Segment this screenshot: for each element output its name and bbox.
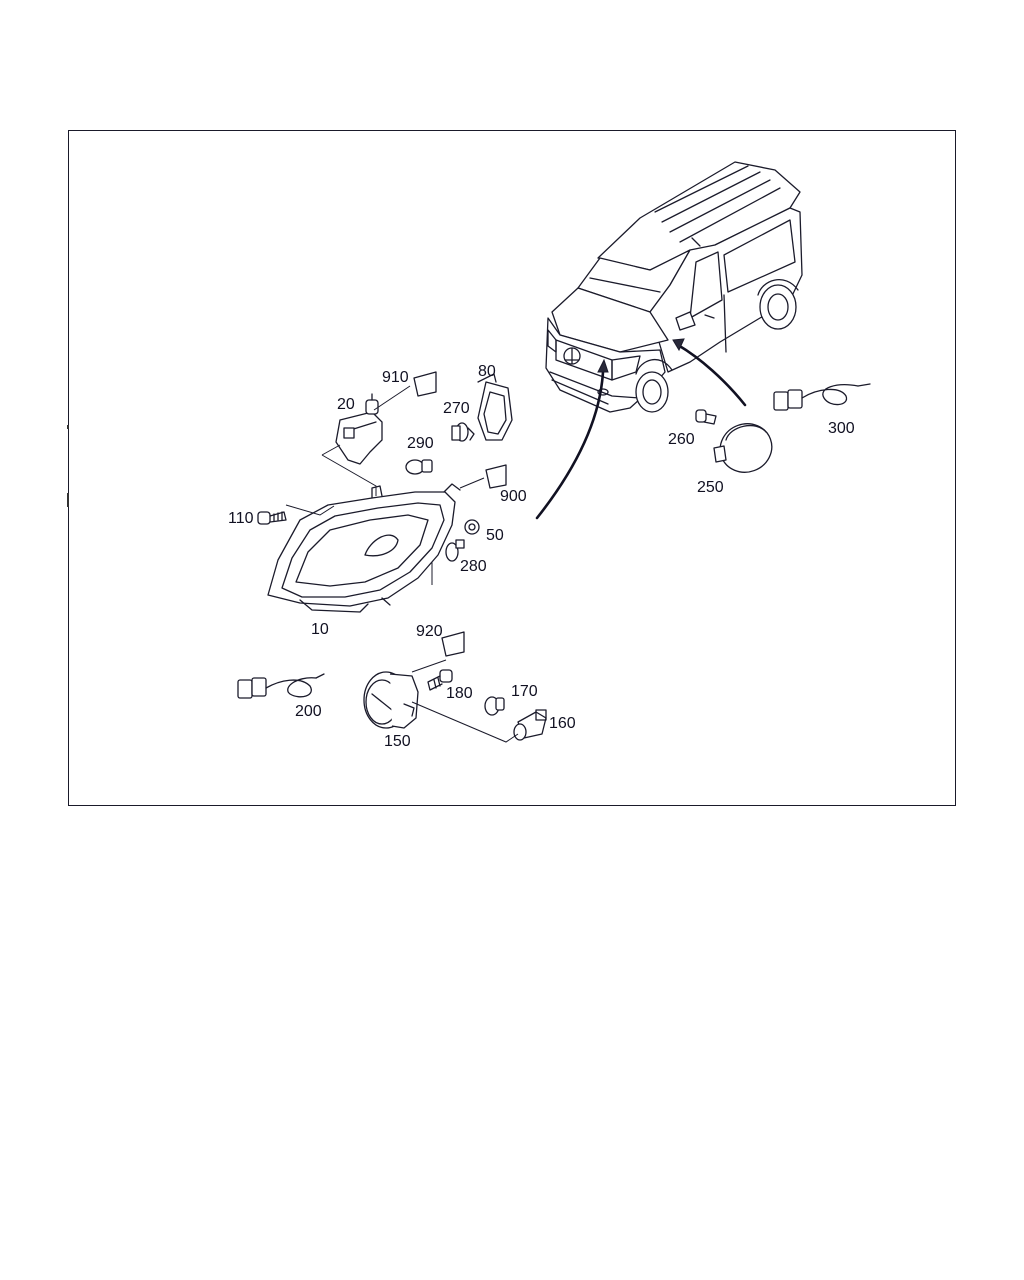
leader-lines <box>285 385 519 743</box>
connector-200 <box>237 673 325 699</box>
callout-20: 20 <box>337 396 355 413</box>
tag-910 <box>413 371 437 397</box>
callout-150: 150 <box>384 733 411 750</box>
van-illustration <box>545 161 803 413</box>
callout-110: 110 <box>228 510 254 527</box>
callout-300: 300 <box>828 420 855 437</box>
arrow-to-side-marker <box>676 343 747 407</box>
callout-910: 910 <box>382 369 409 386</box>
bulb-280 <box>445 539 465 562</box>
callout-50: 50 <box>486 527 504 544</box>
callout-900: 900 <box>500 488 527 505</box>
bulb-socket-50 <box>464 519 480 535</box>
callout-10: 10 <box>311 621 329 638</box>
tag-920 <box>441 631 465 657</box>
connector-300 <box>773 383 871 411</box>
screw-110 <box>257 511 287 525</box>
callout-270: 270 <box>443 400 470 417</box>
callout-80: 80 <box>478 363 496 380</box>
callout-200: 200 <box>295 703 322 720</box>
bulb-260 <box>695 409 717 425</box>
callout-290: 290 <box>407 435 434 452</box>
callout-170: 170 <box>511 683 538 700</box>
callout-920: 920 <box>416 623 443 640</box>
arrow-to-headlamp <box>535 370 605 520</box>
cover-80 <box>477 373 513 441</box>
frame-edge-mark <box>67 425 69 429</box>
tag-900 <box>485 464 507 489</box>
headlamp-assembly <box>267 483 461 613</box>
bulb-290 <box>405 459 433 475</box>
screw-180 <box>427 669 453 691</box>
callout-260: 260 <box>668 431 695 448</box>
bulb-160 <box>513 709 547 741</box>
bulb-170 <box>484 696 505 716</box>
side-marker-250 <box>713 423 773 473</box>
callout-180: 180 <box>446 685 473 702</box>
diagram-frame <box>68 130 956 806</box>
callout-160: 160 <box>549 715 576 732</box>
leveling-motor <box>335 393 383 465</box>
frame-edge-mark <box>67 493 69 507</box>
bulb-270 <box>451 422 475 442</box>
callout-280: 280 <box>460 558 487 575</box>
callout-250: 250 <box>697 479 724 496</box>
fog-lamp <box>363 671 419 729</box>
